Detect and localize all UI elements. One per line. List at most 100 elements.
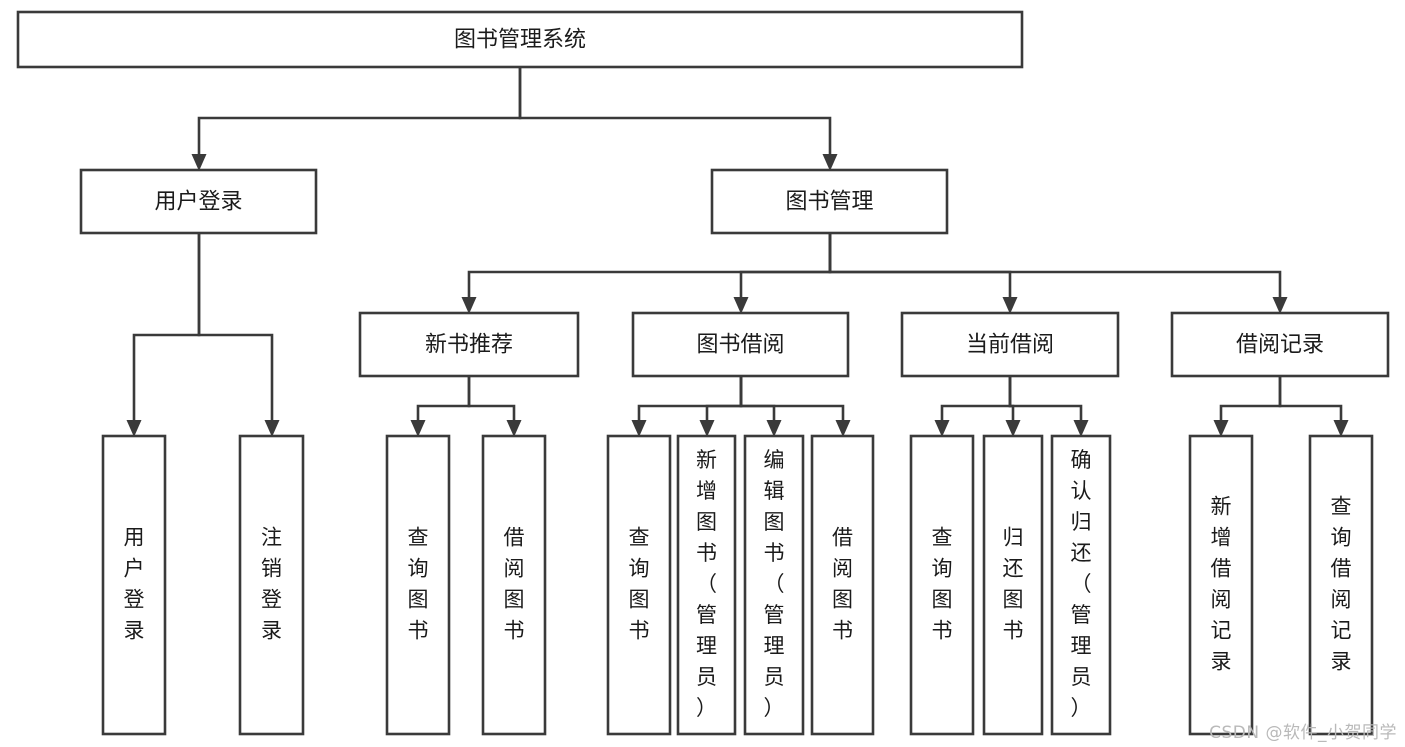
node-box-book-borrow[interactable] (631, 311, 850, 378)
node-label-leaf-return-book: 归还图书 (1003, 526, 1024, 643)
arrow-head-icon (1213, 420, 1229, 437)
edge-new-book-rec-to-leaf-borrow-book-1 (467, 376, 522, 437)
connector-line (828, 233, 1012, 300)
node-box-user-login[interactable] (79, 168, 318, 235)
node-label-new-book-rec: 新书推荐 (425, 333, 513, 358)
arrow-head-icon (126, 420, 142, 437)
arrow-head-icon (1002, 297, 1018, 314)
node-leaf-borrow-book-2[interactable]: 借阅图书 (810, 434, 875, 736)
edge-root-to-book-manage (518, 67, 838, 171)
connector-line (467, 233, 832, 300)
node-leaf-edit-book[interactable]: 编辑图书（管理员） (743, 434, 805, 736)
node-current-borrow[interactable]: 当前借阅 (900, 311, 1120, 378)
node-borrow-record[interactable]: 借阅记录 (1170, 311, 1390, 378)
arrow-head-icon (822, 154, 838, 171)
node-label-root: 图书管理系统 (454, 28, 586, 53)
node-box-leaf-query-book-2[interactable] (606, 434, 672, 736)
edge-book-borrow-to-leaf-add-book (699, 376, 743, 437)
edge-book-manage-to-book-borrow (733, 233, 832, 314)
node-box-leaf-confirm-return[interactable] (1050, 434, 1112, 736)
edge-book-manage-to-borrow-record (828, 233, 1288, 314)
node-label-leaf-query-book-3: 查询图书 (932, 526, 953, 643)
connector-line (1219, 376, 1282, 423)
edge-borrow-record-to-leaf-add-record (1213, 376, 1282, 437)
arrow-head-icon (264, 420, 280, 437)
node-leaf-confirm-return[interactable]: 确认归还（管理员） (1050, 434, 1112, 736)
arrow-head-icon (1272, 297, 1288, 314)
connector-line (739, 376, 776, 423)
arrow-head-icon (835, 420, 851, 437)
node-box-leaf-edit-book[interactable] (743, 434, 805, 736)
node-box-leaf-logout[interactable] (238, 434, 305, 736)
edge-layer (126, 67, 1349, 437)
node-box-book-manage[interactable] (710, 168, 949, 235)
connector-line (467, 376, 516, 423)
node-leaf-query-record[interactable]: 查询借阅记录 (1308, 434, 1374, 736)
node-label-leaf-add-record: 新增借阅记录 (1211, 495, 1232, 674)
node-label-book-borrow: 图书借阅 (696, 333, 784, 358)
node-leaf-user-login[interactable]: 用户登录 (101, 434, 167, 736)
arrow-head-icon (410, 420, 426, 437)
node-box-leaf-add-book[interactable] (676, 434, 737, 736)
edge-user-login-to-leaf-logout (197, 233, 280, 437)
node-leaf-borrow-book-1[interactable]: 借阅图书 (481, 434, 547, 736)
node-box-leaf-return-book[interactable] (982, 434, 1044, 736)
arrow-head-icon (699, 420, 715, 437)
arrow-head-icon (191, 154, 207, 171)
node-box-root[interactable] (16, 10, 1024, 69)
node-label-leaf-add-book: 新增图书（管理员） (696, 448, 717, 720)
edge-current-borrow-to-leaf-confirm-return (1008, 376, 1089, 437)
edge-root-to-user-login (191, 67, 522, 171)
node-box-leaf-query-record[interactable] (1308, 434, 1374, 736)
node-label-current-borrow: 当前借阅 (966, 333, 1054, 358)
arrow-head-icon (766, 420, 782, 437)
node-leaf-query-book-2[interactable]: 查询图书 (606, 434, 672, 736)
node-box-new-book-rec[interactable] (358, 311, 580, 378)
node-leaf-add-record[interactable]: 新增借阅记录 (1188, 434, 1254, 736)
edge-user-login-to-leaf-user-login (126, 233, 201, 437)
node-leaf-query-book-1[interactable]: 查询图书 (385, 434, 451, 736)
node-box-leaf-user-login[interactable] (101, 434, 167, 736)
arrow-head-icon (1073, 420, 1089, 437)
node-user-login[interactable]: 用户登录 (79, 168, 318, 235)
node-box-leaf-query-book-3[interactable] (909, 434, 975, 736)
arrow-head-icon (934, 420, 950, 437)
node-book-manage[interactable]: 图书管理 (710, 168, 949, 235)
node-leaf-logout[interactable]: 注销登录 (238, 434, 305, 736)
node-label-leaf-borrow-book-1: 借阅图书 (504, 526, 525, 643)
connector-line (1278, 376, 1343, 423)
node-leaf-query-book-3[interactable]: 查询图书 (909, 434, 975, 736)
node-box-leaf-query-book-1[interactable] (385, 434, 451, 736)
node-box-leaf-add-record[interactable] (1188, 434, 1254, 736)
watermark-label: CSDN @软件_小贺同学 (1209, 723, 1397, 743)
node-box-current-borrow[interactable] (900, 311, 1120, 378)
node-book-borrow[interactable]: 图书借阅 (631, 311, 850, 378)
connector-line (739, 233, 832, 300)
node-new-book-rec[interactable]: 新书推荐 (358, 311, 580, 378)
connector-line (637, 376, 743, 423)
edge-book-manage-to-new-book-rec (461, 233, 832, 314)
node-label-leaf-confirm-return: 确认归还（管理员） (1071, 448, 1092, 720)
node-box-leaf-borrow-book-2[interactable] (810, 434, 875, 736)
edge-current-borrow-to-leaf-query-book-3 (934, 376, 1012, 437)
edge-new-book-rec-to-leaf-query-book-1 (410, 376, 471, 437)
node-label-user-login: 用户登录 (154, 190, 242, 215)
node-leaf-return-book[interactable]: 归还图书 (982, 434, 1044, 736)
node-leaf-add-book[interactable]: 新增图书（管理员） (676, 434, 737, 736)
connector-line (940, 376, 1012, 423)
node-label-leaf-edit-book: 编辑图书（管理员） (764, 448, 785, 720)
node-root[interactable]: 图书管理系统 (16, 10, 1024, 69)
connector-line (828, 233, 1282, 300)
edge-borrow-record-to-leaf-query-record (1278, 376, 1349, 437)
arrow-head-icon (1333, 420, 1349, 437)
node-layer: 图书管理系统用户登录图书管理新书推荐图书借阅当前借阅借阅记录用户登录注销登录查询… (16, 10, 1390, 736)
node-label-leaf-query-book-2: 查询图书 (629, 526, 650, 643)
arrow-head-icon (506, 420, 522, 437)
node-box-leaf-borrow-book-1[interactable] (481, 434, 547, 736)
connector-line (197, 67, 522, 157)
connector-line (1008, 376, 1083, 423)
node-label-leaf-borrow-book-2: 借阅图书 (832, 526, 853, 643)
node-box-borrow-record[interactable] (1170, 311, 1390, 378)
